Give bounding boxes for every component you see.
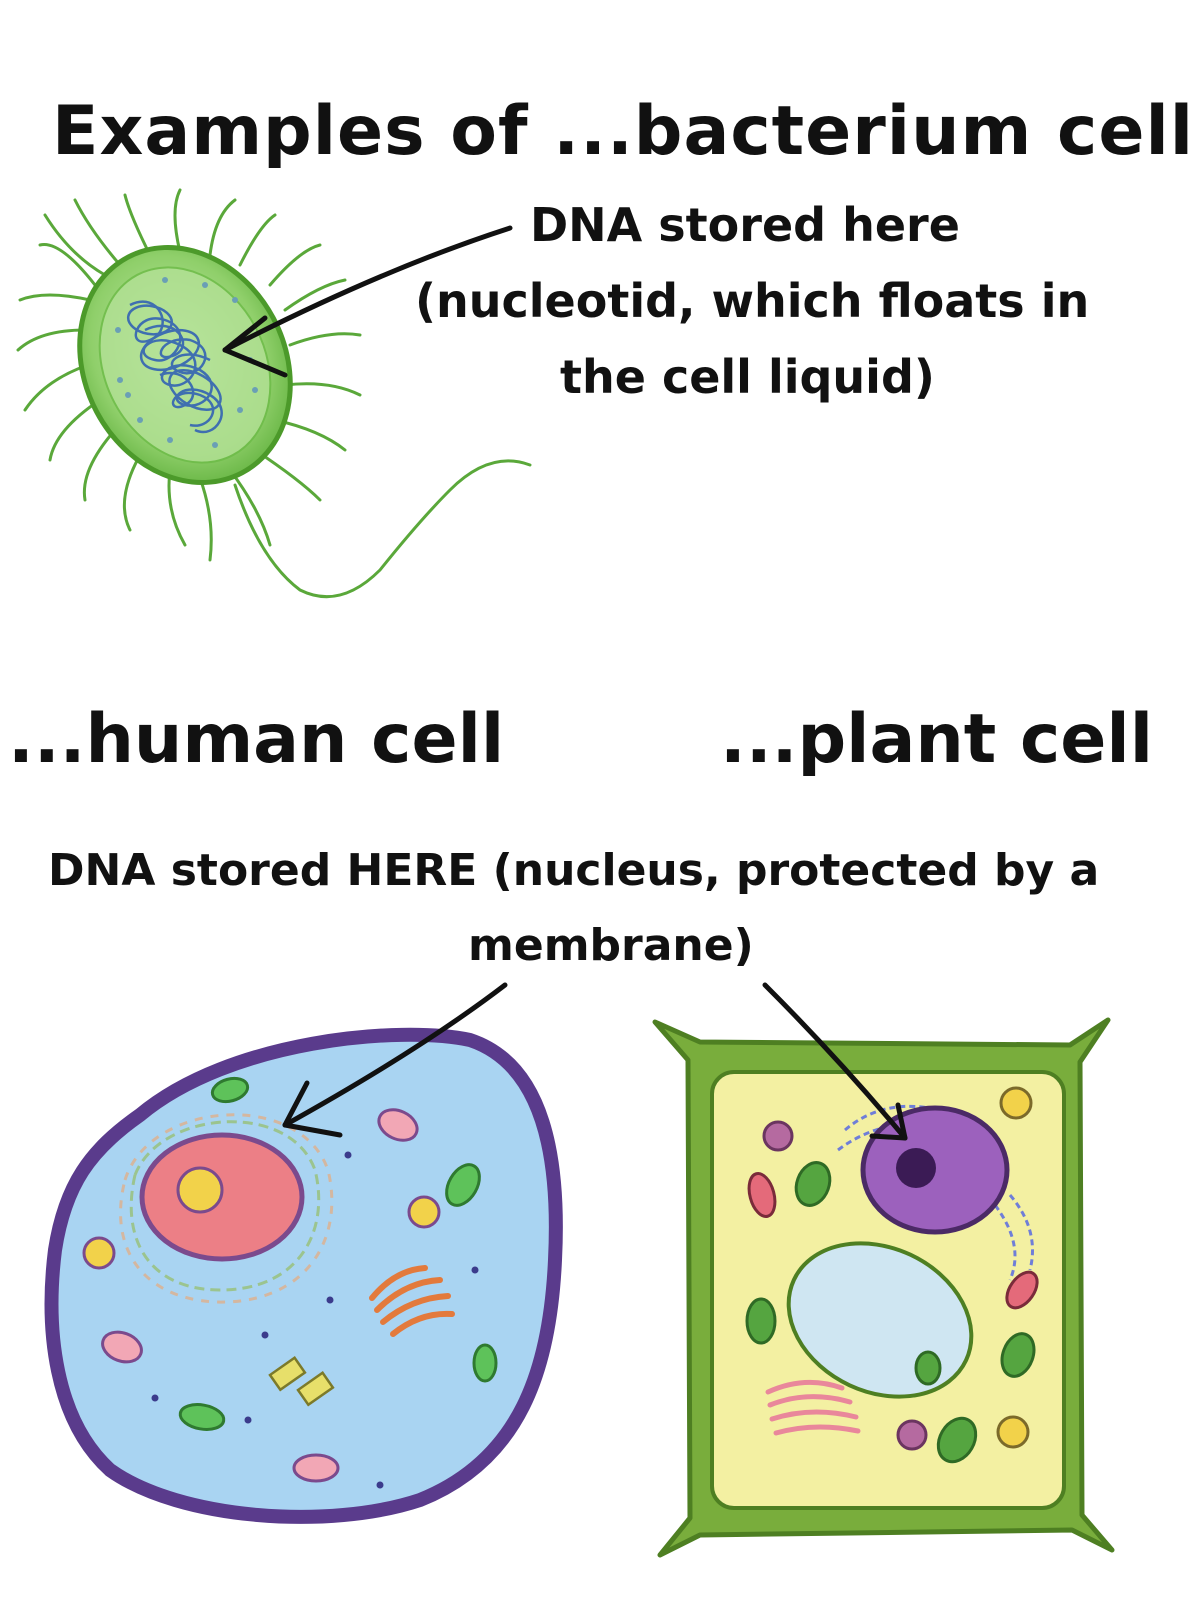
human-golgi: [369, 1265, 455, 1337]
plant-vesicles: [762, 1086, 1033, 1451]
human-nucleolus: [176, 1166, 224, 1214]
plant-nucleolus: [896, 1148, 936, 1188]
human-cell-heading: ...human cell: [8, 700, 505, 779]
mitochondrion: [377, 1108, 419, 1142]
plant-golgi: [765, 1379, 861, 1436]
human-green-vesicles: [178, 1076, 498, 1431]
bacterium-cell: [16, 188, 532, 599]
bacterium-note-line-3: the cell liquid): [560, 350, 935, 404]
human-mitochondria: [101, 1108, 419, 1483]
plant-mitochondria: [747, 1172, 1039, 1310]
endoplasmic-reticulum: [119, 1113, 334, 1304]
eukaryote-note-line-1: DNA stored HERE (nucleus, protected by a: [48, 845, 1100, 896]
human-cell-dots: [151, 1151, 479, 1489]
page-title: Examples of ...bacterium cell: [52, 92, 1195, 171]
plant-cell-heading: ...plant cell: [720, 700, 1154, 779]
human-cell: [44, 982, 563, 1524]
plant-chloroplasts: [745, 1161, 1036, 1464]
plant-cell: [652, 982, 1115, 1558]
human-yellow-vesicles: [82, 1195, 441, 1270]
human-arrow: [282, 982, 508, 1138]
bacterium-note-line-2: (nucleotid, which floats in: [415, 274, 1090, 328]
eukaryote-note-line-2: membrane): [468, 920, 754, 971]
dna-coil: [126, 300, 223, 434]
mitochondrion: [292, 1453, 340, 1483]
plant-arrow: [762, 982, 908, 1141]
bacterium-note-line-1: DNA stored here: [530, 198, 960, 252]
human-cell-membrane: [44, 1027, 563, 1524]
bacterium-arrow: [222, 225, 513, 378]
human-centrioles: [268, 1356, 335, 1407]
mitochondrion: [101, 1330, 143, 1364]
